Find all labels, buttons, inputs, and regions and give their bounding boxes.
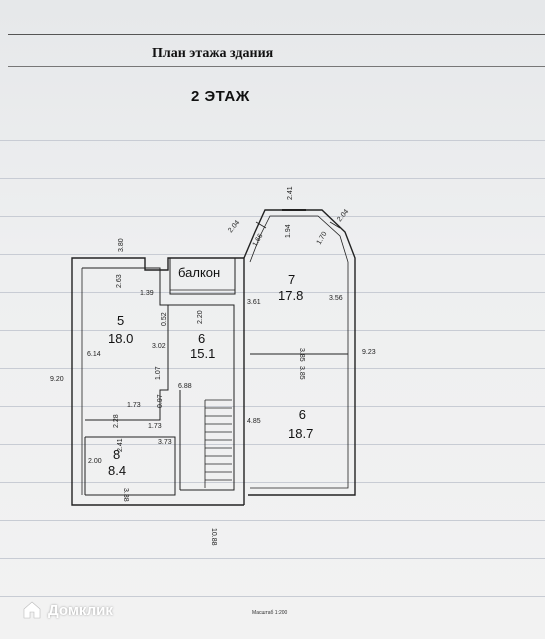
dim-label: 9.23 xyxy=(362,349,376,356)
room-8-area: 8.4 xyxy=(108,463,126,478)
dim-label: 2.20 xyxy=(197,310,204,324)
dim-label: 10.88 xyxy=(210,528,217,546)
paper-rule xyxy=(0,520,545,521)
room-5-number: 5 xyxy=(117,313,124,328)
paper-rule xyxy=(0,216,545,217)
dim-label: 0.97 xyxy=(157,394,164,408)
paper-rule xyxy=(0,444,545,445)
plan-walls xyxy=(71,209,356,506)
document-title: План этажа здания xyxy=(152,46,274,61)
dim-label: 1.73 xyxy=(148,423,162,430)
dim-label: 2.04 xyxy=(227,219,241,234)
domclick-logo-icon xyxy=(23,601,41,619)
dim-label: 2.00 xyxy=(88,458,102,465)
paper-rule xyxy=(0,330,545,331)
room-6-area: 15.1 xyxy=(190,346,215,361)
paper-rule xyxy=(0,292,545,293)
paper-rule xyxy=(0,368,545,369)
dim-label: 4.85 xyxy=(247,418,261,425)
dim-label: 1.07 xyxy=(155,366,162,380)
balcony-label: балкон xyxy=(178,265,220,280)
watermark: Домклик xyxy=(22,600,113,620)
dim-label: 2.41 xyxy=(287,186,294,200)
dim-label: 0.52 xyxy=(161,312,168,326)
paper-rule xyxy=(0,558,545,559)
paper-rule xyxy=(0,178,545,179)
dim-label: 3.61 xyxy=(247,299,261,306)
header-rule-top xyxy=(8,34,545,35)
paper-rule xyxy=(0,482,545,483)
dim-label: 2.63 xyxy=(116,274,123,288)
header-rule-bottom xyxy=(8,66,545,67)
room-6-number: 6 xyxy=(198,331,205,346)
staircase xyxy=(204,399,232,488)
dim-label: 3.85 xyxy=(298,348,305,362)
dim-label: 3.56 xyxy=(329,295,343,302)
paper-rule xyxy=(0,596,545,597)
dim-label: 2.28 xyxy=(113,414,120,428)
dim-label: 3.73 xyxy=(158,439,172,446)
dim-label: 2.04 xyxy=(336,208,350,223)
dim-label: 1.94 xyxy=(285,224,292,238)
dim-label: 9.20 xyxy=(50,376,64,383)
dim-label: 3.80 xyxy=(118,238,125,252)
paper-rule xyxy=(0,406,545,407)
dim-label: 2.41 xyxy=(117,438,124,452)
dim-label: 3.02 xyxy=(152,343,166,350)
dim-label: 6.14 xyxy=(87,351,101,358)
dim-label: 1.73 xyxy=(127,402,141,409)
room-9-number: 9 xyxy=(299,407,306,422)
room-9-area: 18.7 xyxy=(288,426,313,441)
scale-note: Масштаб 1:200 xyxy=(252,610,288,616)
dim-label: 6.88 xyxy=(178,383,192,390)
room-7-area: 17.8 xyxy=(278,288,303,303)
watermark-brand: Домклик xyxy=(48,601,113,619)
floor-label: 2 ЭТАЖ xyxy=(191,88,250,105)
paper-rule xyxy=(0,254,545,255)
dim-label: 1.70 xyxy=(316,231,329,246)
room-7-number: 7 xyxy=(288,272,295,287)
paper-rule xyxy=(0,140,545,141)
dim-label: 1.39 xyxy=(140,290,154,297)
room-8-number: 8 xyxy=(113,447,120,462)
room-5-area: 18.0 xyxy=(108,331,133,346)
dim-label: 3.85 xyxy=(298,366,305,380)
dim-label: 3.38 xyxy=(122,488,129,502)
